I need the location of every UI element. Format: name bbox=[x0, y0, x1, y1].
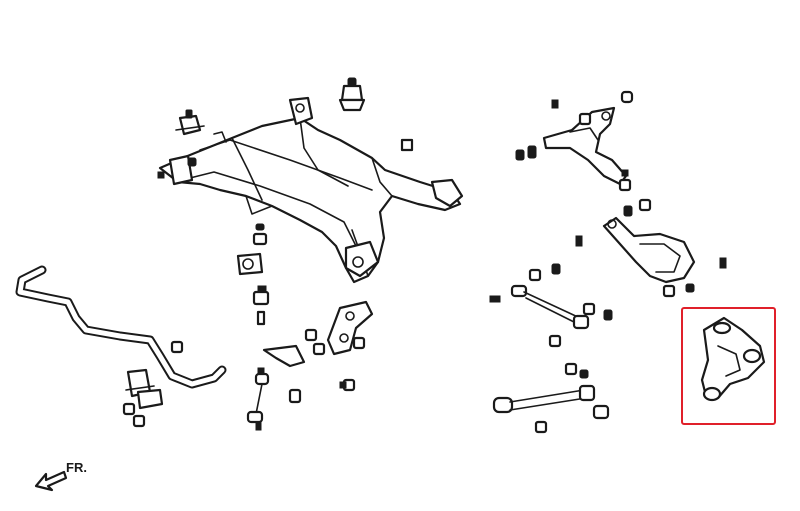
traction-rod bbox=[492, 369, 610, 434]
misc-bolts bbox=[157, 157, 347, 389]
stabilizer-bushings bbox=[122, 340, 184, 428]
crescent-plate bbox=[262, 344, 356, 404]
direction-arrow-icon bbox=[34, 470, 68, 492]
stabilizer-link bbox=[246, 367, 270, 431]
highlight-box bbox=[681, 307, 776, 425]
knuckle-highlight bbox=[681, 307, 776, 425]
stabilizer-bar bbox=[15, 265, 227, 389]
lower-control-arm bbox=[575, 198, 727, 298]
upper-control-arm bbox=[515, 90, 634, 192]
rear-subframe bbox=[158, 96, 464, 284]
subframe-mount-bushings bbox=[175, 77, 414, 152]
center-bushing-stack bbox=[236, 223, 270, 326]
front-direction-indicator: FR. bbox=[34, 460, 87, 492]
toe-bracket bbox=[312, 300, 374, 356]
direction-label: FR. bbox=[66, 460, 87, 475]
rear-knuckle bbox=[700, 316, 766, 400]
toe-link bbox=[489, 263, 613, 376]
